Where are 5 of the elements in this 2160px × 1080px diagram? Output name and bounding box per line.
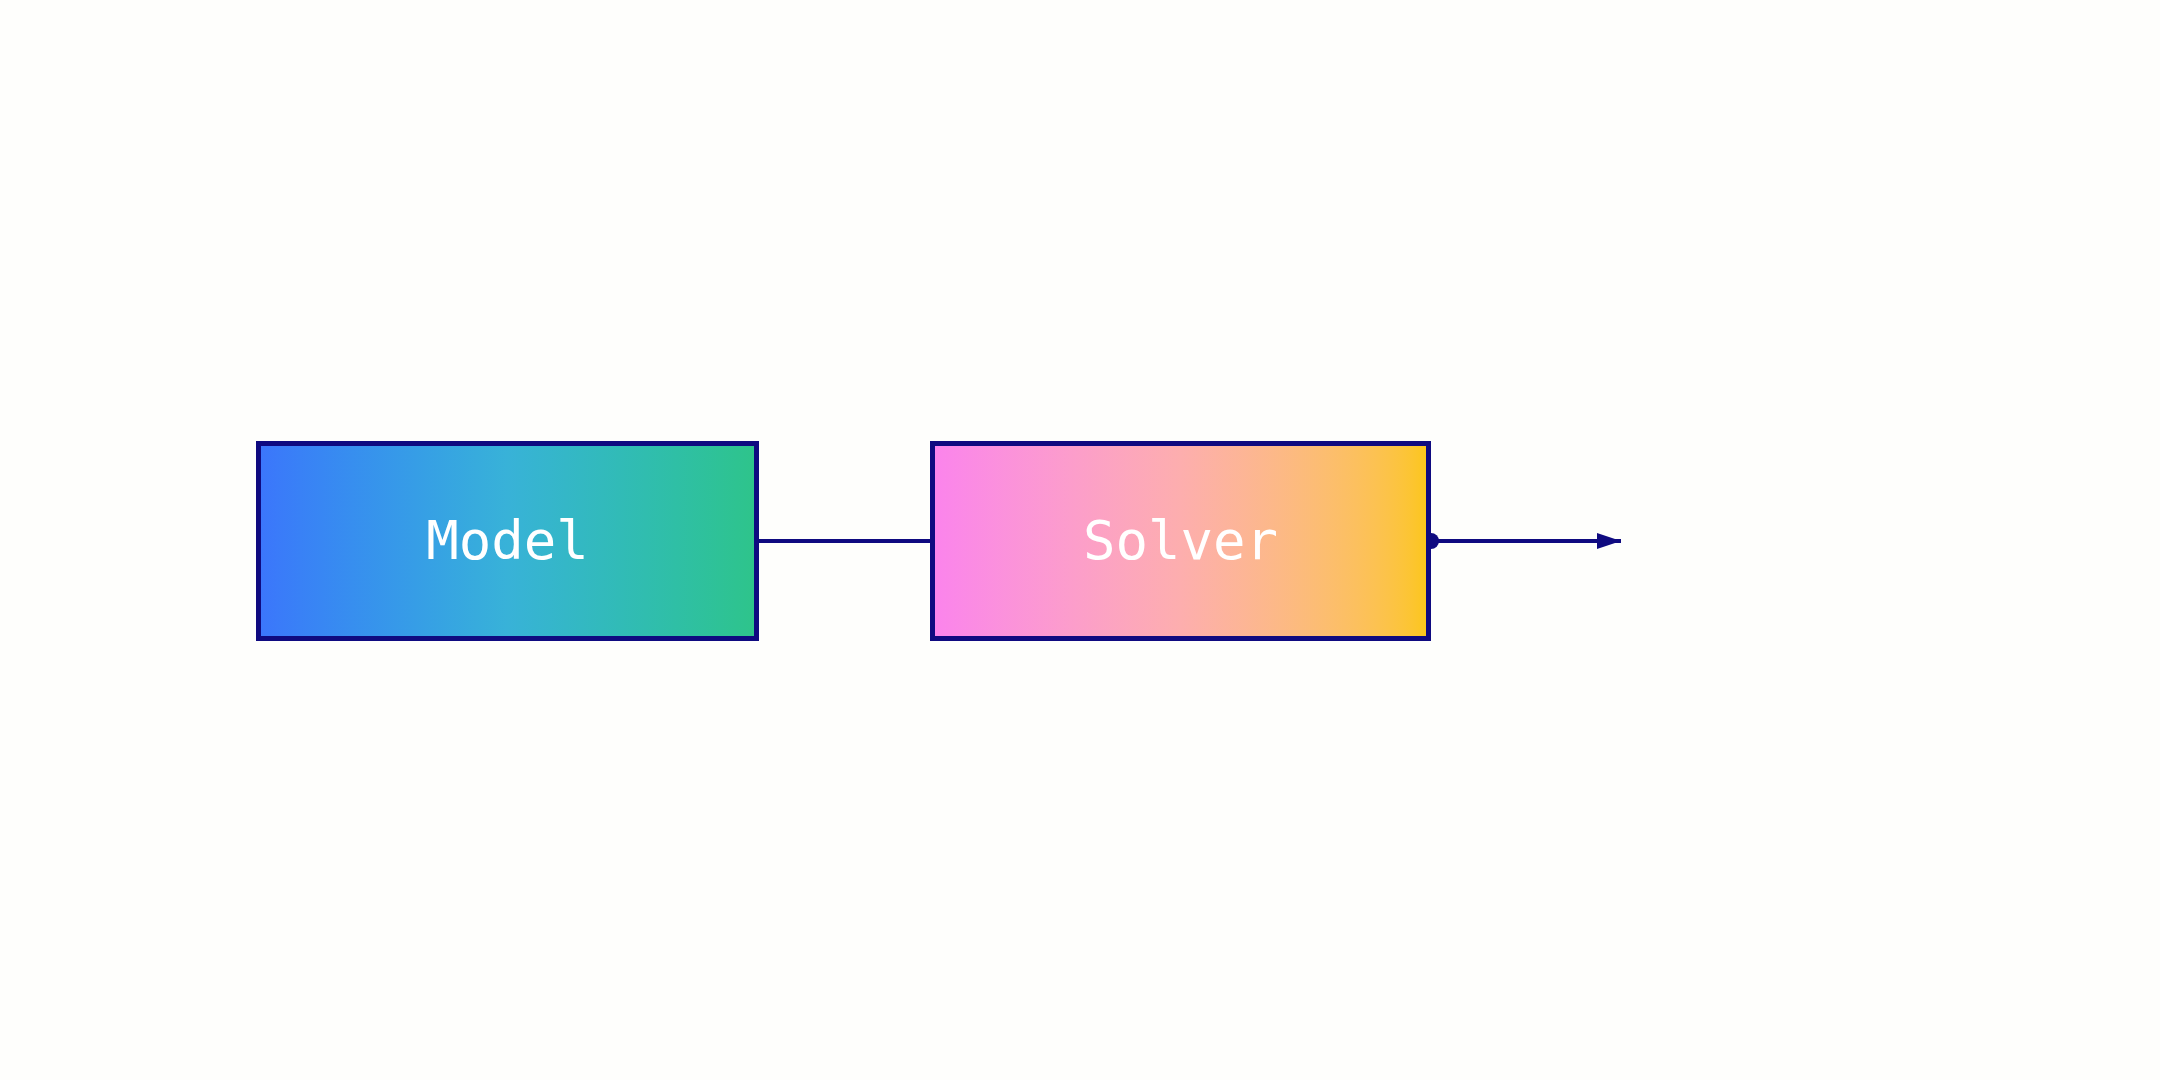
connector-line (759, 539, 930, 543)
box-label: Solver (1082, 514, 1279, 568)
process-box (256, 441, 759, 641)
box-label: Model (426, 514, 589, 568)
process-box (930, 441, 1431, 641)
